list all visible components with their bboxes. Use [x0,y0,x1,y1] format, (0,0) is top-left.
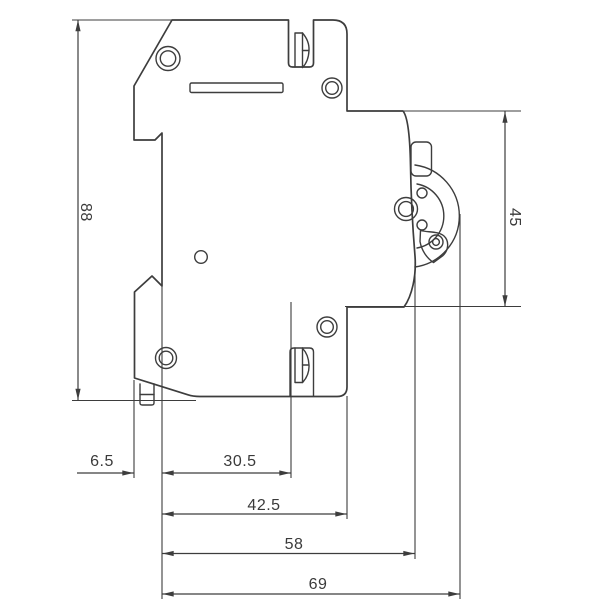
pin-hole [193,249,208,264]
dim-label-total-height: 88 [77,203,94,222]
dim-label-rail-hook-offset: 6.5 [90,453,114,470]
rivet-outer [428,234,444,250]
dim-label-body-depth: 58 [285,536,304,553]
dimension-labels: 88 45 6.5 30.5 42.5 58 69 [77,203,523,593]
mechanism-outer-arc [414,164,460,268]
axle-boss-inner [397,200,415,218]
screw-bottom-left [154,346,178,370]
toggle-handle [410,141,433,177]
bottom-clip-latch [294,347,310,384]
body-outline [133,19,417,398]
mechanism-housing [393,164,460,268]
screw-top-left [155,45,181,72]
dim-label-lower-body-depth: 42.5 [247,497,280,514]
din-rail-slider-tab [139,383,155,406]
mechanism-inner-arc [416,183,445,249]
extension-lines [72,19,521,599]
dimension-lines [75,19,508,597]
dim-label-total-depth: 69 [309,576,328,593]
mechanism-hole-upper [416,187,428,199]
part-views [133,19,460,406]
screw-bottom-center [316,316,338,338]
mechanism-hole-lower [416,219,428,231]
label-slot [189,82,284,94]
top-clip-latch [294,32,310,69]
dim-label-front-height: 45 [506,208,523,227]
screw-top-right [321,77,343,99]
dim-label-clip-notch-offset: 30.5 [223,453,256,470]
axle-boss-outer [393,196,419,222]
pawl-lever [419,229,449,264]
bottom-clip-notch [289,347,315,397]
rivet-inner [431,237,441,247]
